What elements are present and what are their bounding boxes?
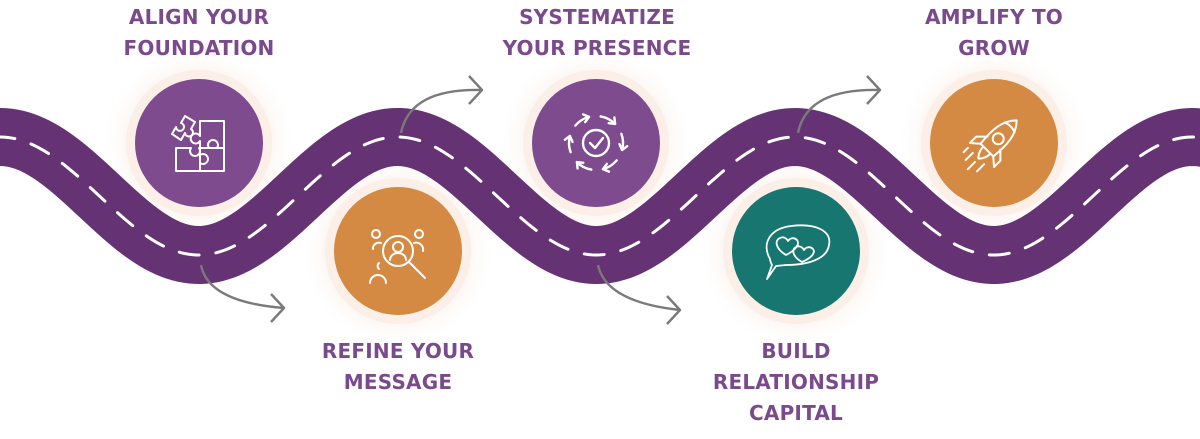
step-label-4: BUILD RELATIONSHIP CAPITAL	[713, 336, 879, 429]
step-label-line: BUILD	[761, 339, 831, 363]
arrow-head	[270, 293, 286, 323]
connector-arrow-1-2	[199, 264, 286, 323]
connector-arrow-3-4	[596, 264, 682, 325]
arrow-head	[666, 295, 682, 325]
arrow-shaft	[596, 264, 681, 312]
step-label-line: ALIGN YOUR	[128, 5, 270, 29]
step-label-line: MESSAGE	[343, 370, 453, 394]
step-circle	[532, 79, 660, 207]
step-label-line: YOUR PRESENCE	[502, 36, 692, 60]
step-label-1: ALIGN YOUR FOUNDATION	[124, 2, 275, 64]
step-label-2: REFINE YOUR MESSAGE	[322, 336, 474, 398]
step-label-3: SYSTEMATIZE YOUR PRESENCE	[503, 2, 692, 64]
arrow-head	[468, 75, 484, 105]
arrow-head	[866, 75, 882, 105]
connector-arrow-4-5	[796, 75, 882, 134]
step-label-line: AMPLIFY TO	[925, 5, 1063, 29]
step-node-2	[325, 178, 471, 324]
arrow-shaft	[796, 88, 881, 134]
connector-arrows	[199, 75, 882, 325]
road-lane-markings	[0, 135, 1200, 257]
step-label-line: REFINE YOUR	[321, 339, 475, 363]
step-label-line: SYSTEMATIZE	[519, 5, 675, 29]
connector-arrow-2-3	[399, 75, 484, 134]
step-node-4	[723, 178, 869, 324]
puzzle-icon	[171, 115, 225, 172]
step-circle	[732, 187, 860, 315]
step-node-3	[523, 70, 669, 216]
step-label-line: CAPITAL	[749, 401, 843, 425]
step-label-5: AMPLIFY TO GROW	[925, 2, 1063, 64]
step-label-line: GROW	[958, 36, 1030, 60]
arrow-shaft	[199, 264, 285, 310]
arrow-shaft	[399, 88, 483, 134]
heart-speech-bubble-icon	[765, 224, 831, 280]
people-search-icon	[369, 229, 426, 284]
step-circles	[126, 70, 1067, 324]
cycle-check-icon	[563, 113, 629, 173]
step-label-line: RELATIONSHIP	[712, 370, 880, 394]
rocket-icon	[962, 119, 1018, 173]
step-label-line: FOUNDATION	[123, 36, 275, 60]
step-node-5	[921, 70, 1067, 216]
step-node-1	[126, 70, 272, 216]
